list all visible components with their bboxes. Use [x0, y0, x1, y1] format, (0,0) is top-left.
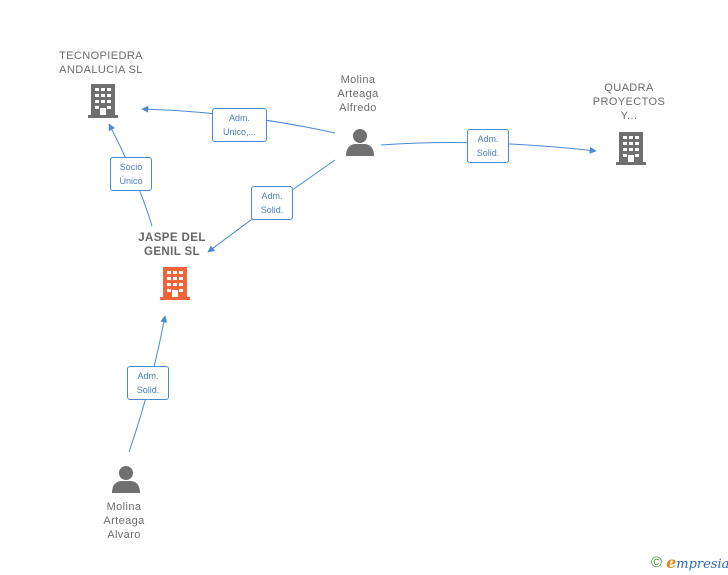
building-icon-main[interactable]: [160, 267, 190, 300]
building-icon[interactable]: [616, 132, 646, 165]
edge-label-alfredo-tecnopiedra[interactable]: Adm. Unico,...: [212, 108, 267, 142]
edge-label-jaspe-tecnopiedra[interactable]: Socio Único: [110, 157, 152, 191]
copyright-icon: ©: [651, 553, 663, 571]
edge-label-alvaro-jaspe[interactable]: Adm. Solid.: [127, 366, 169, 400]
edge-label-alfredo-jaspe[interactable]: Adm. Solid.: [251, 186, 293, 220]
copyright-brand[interactable]: © empresia: [651, 552, 728, 572]
brand-logo: empresia: [666, 552, 728, 572]
edge-label-alfredo-quadra[interactable]: Adm. Solid.: [467, 129, 509, 163]
node-label-jaspe[interactable]: JASPE DEL GENIL SL: [138, 232, 206, 258]
node-label-quadra[interactable]: QUADRA PROYECTOS Y...: [592, 82, 666, 122]
building-icon[interactable]: [88, 84, 118, 118]
node-label-tecnopiedra[interactable]: TECNOPIEDRA ANDALUCIA SL: [59, 50, 143, 76]
person-icon[interactable]: [112, 466, 140, 493]
node-label-alfredo[interactable]: Molina Arteaga Alfredo: [337, 74, 379, 114]
node-label-alvaro[interactable]: Molina Arteaga Alvaro: [103, 501, 145, 541]
person-icon[interactable]: [346, 129, 374, 156]
